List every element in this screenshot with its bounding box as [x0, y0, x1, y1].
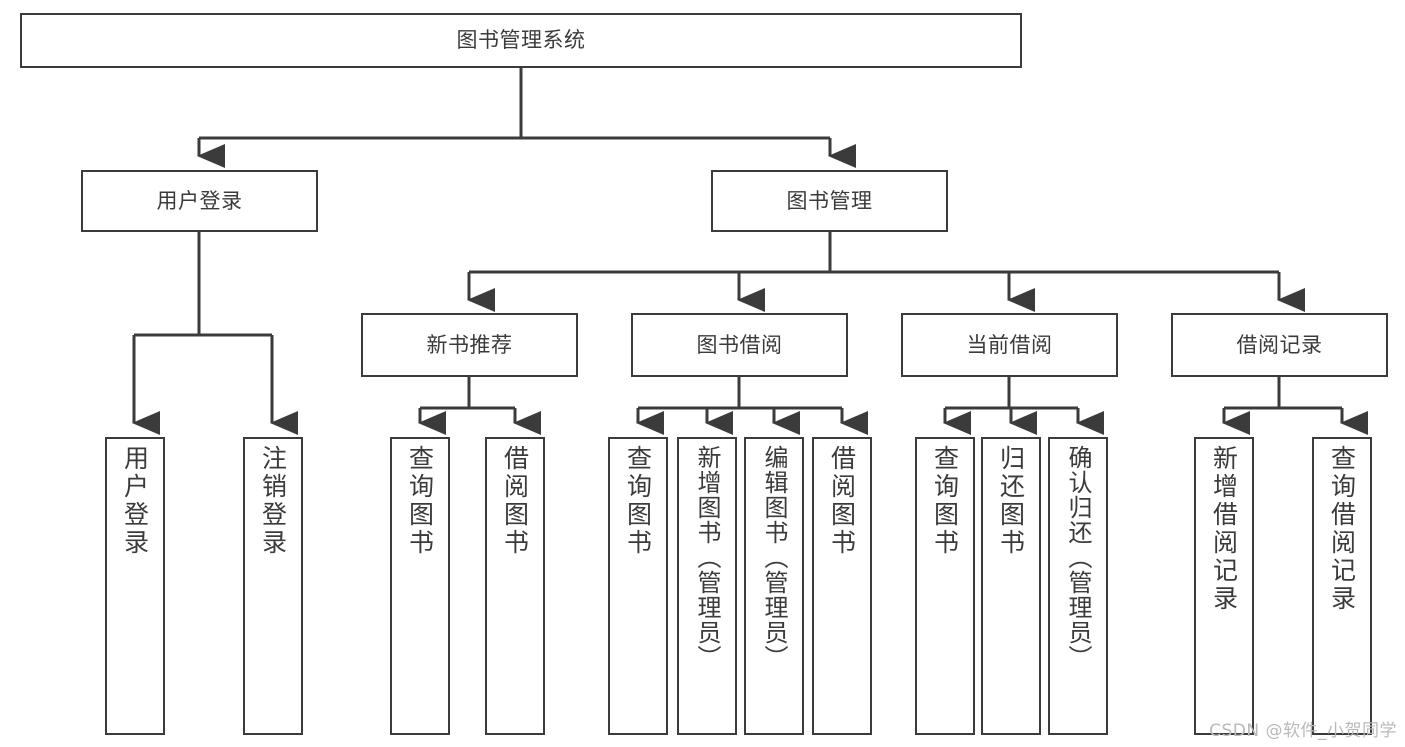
node-leaf-user-login[interactable]: 用户登录 [105, 437, 165, 735]
node-new-book-recommend[interactable]: 新书推荐 [361, 313, 578, 377]
node-leaf-borrow-book-1-label: 借阅图书 [500, 445, 530, 557]
node-book-borrow[interactable]: 图书借阅 [631, 313, 848, 377]
node-leaf-edit-book[interactable]: 编辑图书（管理员） [744, 437, 804, 735]
node-leaf-edit-book-label: 编辑图书（管理员） [760, 445, 788, 670]
node-borrow-record[interactable]: 借阅记录 [1171, 313, 1388, 377]
node-leaf-logout[interactable]: 注销登录 [243, 437, 303, 735]
node-book-borrow-label: 图书借阅 [696, 332, 783, 357]
node-leaf-query-record-label: 查询借阅记录 [1327, 445, 1357, 613]
node-leaf-query-book-3-label: 查询图书 [930, 445, 960, 557]
node-leaf-add-record-label: 新增借阅记录 [1209, 445, 1239, 613]
node-current-borrow[interactable]: 当前借阅 [901, 313, 1118, 377]
node-leaf-borrow-book-2-label: 借阅图书 [827, 445, 857, 557]
node-book-manage-label: 图书管理 [786, 188, 873, 213]
node-root-label: 图书管理系统 [456, 28, 586, 53]
node-leaf-borrow-book-2[interactable]: 借阅图书 [812, 437, 872, 735]
node-user-login-label: 用户登录 [156, 188, 243, 213]
node-leaf-confirm-return-label: 确认归还（管理员） [1064, 445, 1092, 670]
node-leaf-query-book-2[interactable]: 查询图书 [608, 437, 668, 735]
node-new-book-recommend-label: 新书推荐 [426, 332, 513, 357]
node-leaf-add-book[interactable]: 新增图书（管理员） [677, 437, 737, 735]
node-book-manage[interactable]: 图书管理 [711, 170, 948, 232]
node-leaf-query-book-2-label: 查询图书 [623, 445, 653, 557]
node-current-borrow-label: 当前借阅 [966, 332, 1053, 357]
node-user-login[interactable]: 用户登录 [81, 170, 318, 232]
node-leaf-confirm-return[interactable]: 确认归还（管理员） [1048, 437, 1108, 735]
node-leaf-query-record[interactable]: 查询借阅记录 [1312, 437, 1372, 735]
node-leaf-query-book-1[interactable]: 查询图书 [390, 437, 450, 735]
watermark-text: CSDN @软件_小贺同学 [1209, 721, 1397, 741]
node-leaf-return-book[interactable]: 归还图书 [981, 437, 1041, 735]
node-leaf-return-book-label: 归还图书 [996, 445, 1026, 557]
node-leaf-query-book-1-label: 查询图书 [405, 445, 435, 557]
node-leaf-query-book-3[interactable]: 查询图书 [915, 437, 975, 735]
node-leaf-add-book-label: 新增图书（管理员） [693, 445, 721, 670]
node-root[interactable]: 图书管理系统 [20, 13, 1022, 68]
node-borrow-record-label: 借阅记录 [1236, 332, 1323, 357]
node-leaf-logout-label: 注销登录 [258, 445, 288, 557]
node-leaf-borrow-book-1[interactable]: 借阅图书 [485, 437, 545, 735]
node-leaf-add-record[interactable]: 新增借阅记录 [1194, 437, 1254, 735]
node-leaf-user-login-label: 用户登录 [120, 445, 150, 557]
